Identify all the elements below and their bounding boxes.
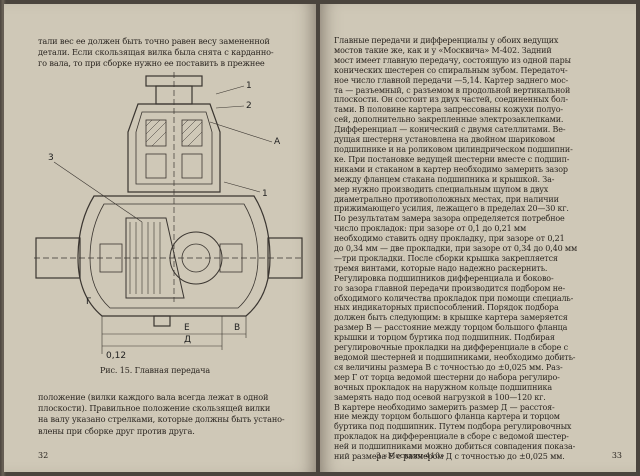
text-line: дущая шестерня установлена на двойном ша… <box>334 135 555 145</box>
text-line: ное число главной передачи —5,14. Картер… <box>334 75 569 85</box>
text-line: никами и стаканом в картер необходимо за… <box>334 164 568 174</box>
text-line: ний размера Е с размером Д с точностью д… <box>334 452 565 462</box>
text-line: Главные передачи и дифференциалы у обоих… <box>334 36 559 45</box>
text-line: сей, дополнительно закрепленные электроз… <box>334 115 564 125</box>
page-footer: 3 «Москвич-410» <box>376 451 445 460</box>
text-line: крышки и торцом буртика под подшипник. П… <box>334 333 555 343</box>
text-line: В картере необходимо замерить размер Д —… <box>334 402 555 412</box>
text-line: до 0,34 мм — две прокладки, при зазоре о… <box>334 244 578 254</box>
main-gear-drawing: 1 2 3 1 А В Г Д Е 0,12 <box>34 72 304 361</box>
text-line: ке. При постановке ведущей шестерни вмес… <box>334 154 570 164</box>
text-line: мер нужно производить специальным щупом … <box>334 184 549 194</box>
text-line: плоскости. Он состоит из двух частей, со… <box>334 95 568 105</box>
text-line: го вала, то при сборке нужно ее поставит… <box>38 58 265 69</box>
text-line: положение (вилки каждого вала всегда леж… <box>38 392 269 402</box>
text-line: ведомой шестерней и подшипниками, необхо… <box>334 353 576 362</box>
page-number-left: 32 <box>38 451 49 460</box>
drawing-part <box>127 103 221 193</box>
text-line: ся величины размера В с точностью до ±0,… <box>334 362 563 372</box>
text-line: Регулировка подшипников дифференциала и … <box>334 273 554 283</box>
text-line: мер Г от торца ведомой шестерни до набор… <box>334 372 560 382</box>
left-top-text: тали вес ее должен быть точно равен весу… <box>38 36 304 70</box>
text-line: ней и подшипниками можно добиться совпад… <box>334 442 576 452</box>
text-line: буртика под подшипник. Путем подбора рег… <box>334 422 572 432</box>
text-line: ных индикаторных приспособлений. Порядок… <box>334 303 559 313</box>
text-line: мостов такие же, как и у «Москвича» М-40… <box>334 45 552 55</box>
right-page: Главные передачи и дифференциалы у обоих… <box>320 4 636 472</box>
text-line: должен быть следующим: в крышке картера … <box>334 313 568 323</box>
text-line: необходимо ставить одну прокладку, при з… <box>334 234 565 244</box>
text-line: детали. Если скользящая вилка была снята… <box>38 47 274 58</box>
right-body-text: Главные передачи и дифференциалы у обоих… <box>334 36 622 462</box>
text-line: мост имеет главную передачу, состоящую и… <box>334 55 571 65</box>
left-page: тали вес ее должен быть точно равен весу… <box>4 4 316 472</box>
text-line: тами. В половине картера запрессованы ко… <box>334 105 563 115</box>
callout-2: 2 <box>246 101 252 111</box>
callout-e: Е <box>184 323 190 333</box>
callout-3: 3 <box>48 153 54 163</box>
text-line: регулировочные прокладки на дифференциал… <box>334 343 568 353</box>
callout-1: 1 <box>246 81 252 91</box>
text-line: —три прокладки. После сборки крышка закр… <box>334 253 558 263</box>
text-line: на валу указано стрелками, которые должн… <box>38 414 285 425</box>
callout-v: В <box>234 323 240 333</box>
text-line: По результатам замера зазора определяетс… <box>334 214 565 224</box>
left-bottom-text: положение (вилки каждого вала всегда леж… <box>38 392 304 437</box>
callout-a: А <box>274 137 281 147</box>
text-line: влены при сборке друг против друга. <box>38 425 195 436</box>
text-line: Дифференциал — конический с двумя сателл… <box>334 125 566 135</box>
text-line: диаметрально противоположных местах, при… <box>334 194 559 204</box>
text-line: тали вес ее должен быть точно равен весу… <box>38 36 270 46</box>
text-line: вочных прокладок на наружном кольце подш… <box>334 382 553 392</box>
text-line: размер В — расстояние между торцом больш… <box>334 323 568 333</box>
text-line: прижимающего усилия, лежащего в пределах… <box>334 204 569 214</box>
text-line: обходимого количества прокладок при помо… <box>334 293 574 303</box>
callout-tolerance: 0,12 <box>106 351 126 361</box>
page-number-right: 33 <box>611 451 622 460</box>
figure-caption: Рис. 15. Главная передача <box>100 366 211 375</box>
callout-g: Г <box>86 297 92 307</box>
text-line: тремя винтами, которые надо надежно раск… <box>334 263 548 273</box>
text-line: ние между торцом большого фланца картера… <box>334 412 560 422</box>
text-line: го зазора главной передачи производится … <box>334 283 566 293</box>
callout-1b: 1 <box>262 189 268 199</box>
text-line: подшипнике и на роликовом цилиндрическом… <box>334 144 573 154</box>
text-line: число прокладок: при зазоре от 0,1 до 0,… <box>334 224 527 234</box>
text-line: конических шестерен со спиральным зубом.… <box>334 65 568 75</box>
text-line: плоскости). Правильное положение скользя… <box>38 403 271 414</box>
text-line: прокладок на дифференциале в сборе с вед… <box>334 432 569 442</box>
text-line: замерять надо под осевой нагрузкой в 100… <box>334 392 546 402</box>
text-line: между фланцем стакана подшипника и крышк… <box>334 174 555 184</box>
callout-d: Д <box>184 335 191 345</box>
text-line: та — разъемный, с разъемом в продольной … <box>334 85 571 95</box>
